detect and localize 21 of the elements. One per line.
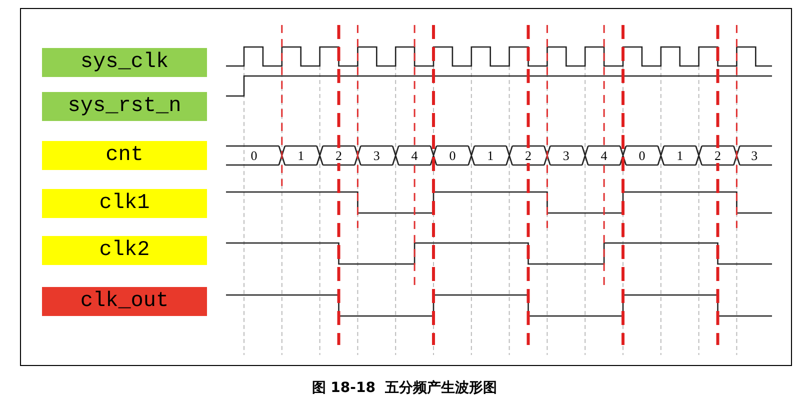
signal-name-box: cnt	[42, 141, 207, 170]
bus-value-label: 3	[750, 148, 759, 163]
bus-value-label: 2	[334, 148, 343, 163]
signal-name-box: sys_rst_n	[42, 92, 207, 121]
bus-value-label: 4	[410, 148, 419, 163]
signal-name-box: clk1	[42, 189, 207, 218]
signal-name-box: clk2	[42, 236, 207, 265]
signal-name-box: sys_clk	[42, 48, 207, 77]
bus-value-label: 0	[448, 148, 457, 163]
bus-value-label: 4	[600, 148, 608, 163]
bus-value-label: 1	[296, 148, 306, 163]
bus-value-label: 2	[524, 148, 532, 163]
bus-value-label: 1	[676, 148, 684, 163]
bus-value-label: 0	[638, 148, 646, 163]
bus-value-label: 2	[714, 148, 722, 163]
bus-value-label: 3	[562, 148, 570, 163]
bus-value-label: 3	[372, 148, 381, 163]
bus-value-label: 1	[486, 148, 495, 163]
bus-value-label: 0	[250, 148, 258, 163]
figure-caption: 图 18-18 五分频产生波形图	[310, 379, 498, 398]
signal-name-box: clk_out	[42, 287, 207, 316]
